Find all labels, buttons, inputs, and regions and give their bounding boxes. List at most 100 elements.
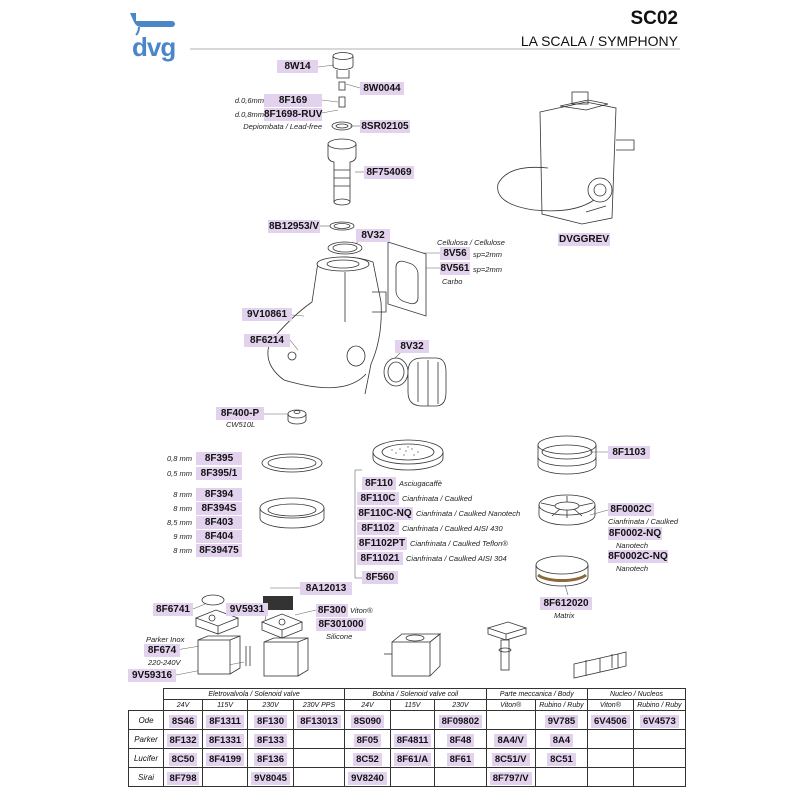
part-code-8f110c: 8F110C — [357, 492, 399, 505]
part-code-8f394: 8F394 — [196, 488, 242, 501]
group-nucleos: Nucleo / Nucleos — [587, 688, 686, 700]
note-8mm-b: 8 mm — [173, 504, 192, 513]
note-caulked-teflon: Cianfrinata / Caulked Teflon® — [410, 539, 508, 548]
voltage-header: 230V — [247, 699, 294, 711]
part-code-8f39475: 8F39475 — [196, 544, 242, 557]
note-cellulose: Cellulosa / Cellulose — [437, 238, 505, 247]
gaskets-drawing — [259, 453, 325, 529]
note-d06: d.0,6mm — [234, 96, 264, 105]
table-cell: 9V8240 — [348, 772, 387, 785]
note-nanotech-2: Nanotech — [616, 564, 649, 573]
part-code-8f169: 8F169 — [264, 94, 322, 107]
part-code-8f300: 8F300 — [316, 604, 348, 617]
table-row: Lucifer 8C50 8F4199 8F136 8C52 8F61/A 8F… — [128, 748, 687, 768]
part-code-8f1102: 8F1102 — [357, 522, 399, 535]
note-220-240v: 220-240V — [148, 658, 181, 667]
note-silicone: Silicone — [326, 632, 353, 641]
table-cell: 8F4199 — [205, 753, 245, 766]
note-caulked-nanotech: Cianfrinata / Caulked Nanotech — [416, 509, 521, 518]
part-code-8f754069: 8F754069 — [364, 166, 414, 179]
table-cell: 8F798 — [166, 772, 200, 785]
table-cell: 8C52 — [353, 753, 382, 766]
table-cell: 8F797/V — [489, 772, 532, 785]
table-voltage-header: 24V 115V 230V 230V PPS 24V 115V 230V Vit… — [129, 699, 687, 711]
part-code-8v32-side: 8V32 — [395, 340, 429, 353]
note-asciugacaffe: Asciugacaffè — [399, 479, 442, 488]
table-cell: 8C51 — [547, 753, 576, 766]
table-cell: 8A4/V — [494, 734, 527, 747]
part-code-8f6214: 8F6214 — [244, 334, 290, 347]
part-code-8f560: 8F560 — [362, 571, 398, 584]
note-9mm: 9 mm — [173, 532, 192, 541]
part-code-9v59316: 9V59316 — [128, 669, 176, 682]
part-code-8f0002-nq: 8F0002-NQ — [608, 527, 662, 540]
note-sp2-1: sp=2mm — [473, 250, 502, 259]
part-code-8f301000: 8F301000 — [316, 618, 366, 631]
note-sp2-2: sp=2mm — [473, 265, 502, 274]
note-caulked-aisi304: Cianfrinata / Caulked AISI 304 — [406, 554, 507, 563]
table-cell: 8F136 — [254, 753, 287, 766]
table-cell: 8S46 — [168, 715, 198, 728]
table-group-header: Eletrovalvola / Solenoid valve Bobina / … — [129, 688, 686, 700]
table-cell: 8A4 — [549, 734, 574, 747]
note-caulked-right: Cianfrinata / Caulked — [608, 517, 679, 526]
group-solenoid-coil: Bobina / Solenoid valve coil — [344, 688, 487, 700]
part-code-9v10861: 9V10861 — [242, 308, 292, 321]
part-code-8v561: 8V561 — [440, 262, 470, 275]
table-cell: 8F1331 — [205, 734, 245, 747]
table-cell: 8F133 — [254, 734, 287, 747]
part-code-8f110: 8F110 — [362, 477, 396, 490]
table-cell: 6V4506 — [591, 715, 630, 728]
voltage-header: Rubino / Ruby — [632, 699, 687, 711]
part-code-8f1103: 8F1103 — [608, 446, 650, 459]
part-code-8f0002c: 8F0002C — [608, 503, 654, 516]
note-8mm-c: 8 mm — [173, 546, 192, 555]
note-carbo: Carbo — [442, 277, 463, 286]
note-caulked: Cianfrinata / Caulked — [402, 494, 473, 503]
part-code-8v32-top: 8V32 — [356, 229, 390, 242]
table-cell: 8C50 — [168, 753, 198, 766]
note-matrix: Matrix — [554, 611, 575, 620]
solenoid-valves-drawing — [194, 594, 627, 679]
part-code-8b12953v: 8B12953/V — [268, 220, 320, 233]
row-brand: Ode — [128, 710, 164, 730]
note-parker-inox: Parker Inox — [146, 635, 185, 644]
part-code-8f1102pt: 8F1102PT — [357, 537, 407, 550]
table-cell: 8F61 — [446, 753, 475, 766]
part-code-8f400-p: 8F400-P — [216, 407, 264, 420]
part-code-8w14: 8W14 — [277, 60, 318, 73]
voltage-header: 230V PPS — [292, 699, 346, 711]
note-0-8mm: 0,8 mm — [166, 454, 192, 463]
table-cell: 6V4573 — [639, 715, 679, 728]
note-nanotech-1: Nanotech — [616, 541, 649, 550]
table-cell: 8F09802 — [438, 715, 483, 728]
part-code-8f403: 8F403 — [196, 516, 242, 529]
note-0-5mm: 0,5 mm — [166, 469, 192, 478]
voltage-header: 115V — [202, 699, 249, 711]
voltage-header: Rubino / Ruby — [534, 699, 589, 711]
voltage-header: 24V — [162, 699, 204, 711]
note-cw510l: CW510L — [226, 420, 256, 429]
table-cell: 8C51/V — [491, 753, 530, 766]
table-cell: 8F48 — [446, 734, 475, 747]
brand-name: dvg — [132, 32, 176, 62]
note-d08: d.0,8mm — [234, 110, 264, 119]
note-viton: Viton® — [350, 606, 373, 615]
part-code-8a12013: 8A12013 — [300, 582, 352, 595]
shower-screen-drawing — [372, 439, 444, 471]
table-cell: 8F132 — [166, 734, 200, 747]
voltage-header: 230V — [434, 699, 487, 711]
model-code: SC02 — [630, 8, 678, 29]
table-row: Parker 8F132 8F1331 8F133 8F05 8F4811 8F… — [128, 729, 687, 749]
part-code-8f395-1: 8F395/1 — [196, 467, 242, 480]
part-code-8f404: 8F404 — [196, 530, 242, 543]
table-cell: 8F1311 — [206, 715, 244, 728]
table-cell: 8F05 — [353, 734, 382, 747]
machine-name: LA SCALA / SYMPHONY — [520, 33, 678, 49]
note-lead-free: Depiombata / Lead-free — [243, 122, 322, 131]
part-code-9v5931: 9V5931 — [226, 603, 268, 616]
table-cell: 8F61/A — [393, 753, 432, 766]
part-code-8f674: 8F674 — [144, 644, 180, 657]
part-code-8w0044: 8W0044 — [360, 82, 404, 95]
